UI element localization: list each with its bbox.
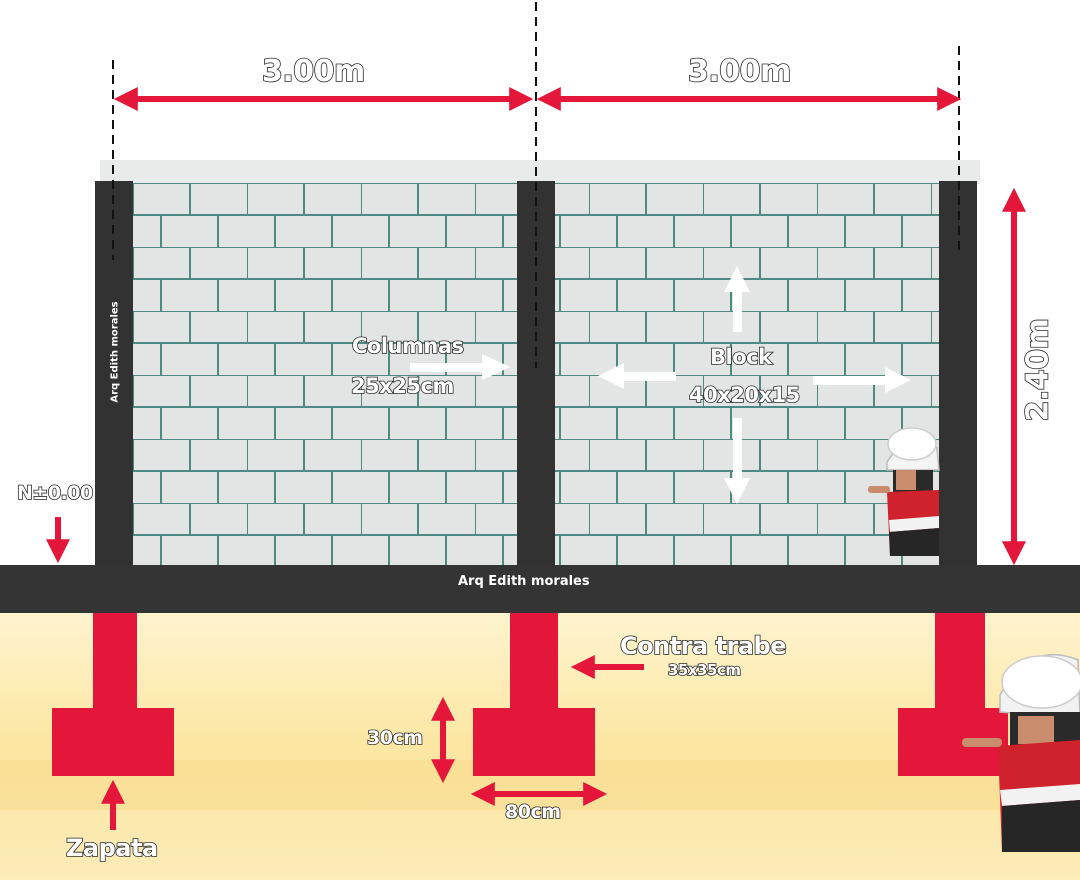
block-title: Block bbox=[709, 344, 773, 370]
footing-left bbox=[52, 613, 174, 776]
block-arrow-left bbox=[598, 363, 676, 389]
block-wall-left bbox=[133, 183, 517, 565]
worker-figure-footing bbox=[962, 653, 1080, 852]
beam-size: 35x35cm bbox=[667, 660, 742, 680]
columns-size: 25x25cm bbox=[350, 373, 455, 399]
column-right bbox=[939, 181, 977, 576]
block-arrow-up bbox=[724, 266, 750, 332]
footing-width-label: 80cm bbox=[504, 800, 562, 824]
beam-credit: Arq Edith morales bbox=[458, 574, 590, 589]
span-right-label: 3.00m bbox=[687, 53, 792, 90]
beam-title: Contra trabe bbox=[619, 631, 787, 661]
level-label: N±0.00 bbox=[16, 481, 94, 505]
block-size: 40x20x15 bbox=[688, 382, 801, 408]
zapata-label: Zapata bbox=[65, 833, 159, 863]
columns-title: Columnas bbox=[351, 333, 465, 359]
footing-middle bbox=[473, 613, 595, 776]
block-arrow-down bbox=[724, 418, 750, 504]
columns-pointer-arrow bbox=[410, 354, 510, 380]
span-left-label: 3.00m bbox=[261, 53, 366, 90]
column-middle bbox=[517, 181, 555, 576]
column-credit: Arq Edith morales bbox=[109, 301, 121, 403]
grade-beam bbox=[0, 565, 1080, 613]
wall-height-label: 2.40m bbox=[1020, 318, 1057, 422]
footing-height-label: 30cm bbox=[366, 726, 424, 750]
worker-figure-wall bbox=[868, 427, 940, 556]
block-arrow-right bbox=[813, 367, 911, 393]
